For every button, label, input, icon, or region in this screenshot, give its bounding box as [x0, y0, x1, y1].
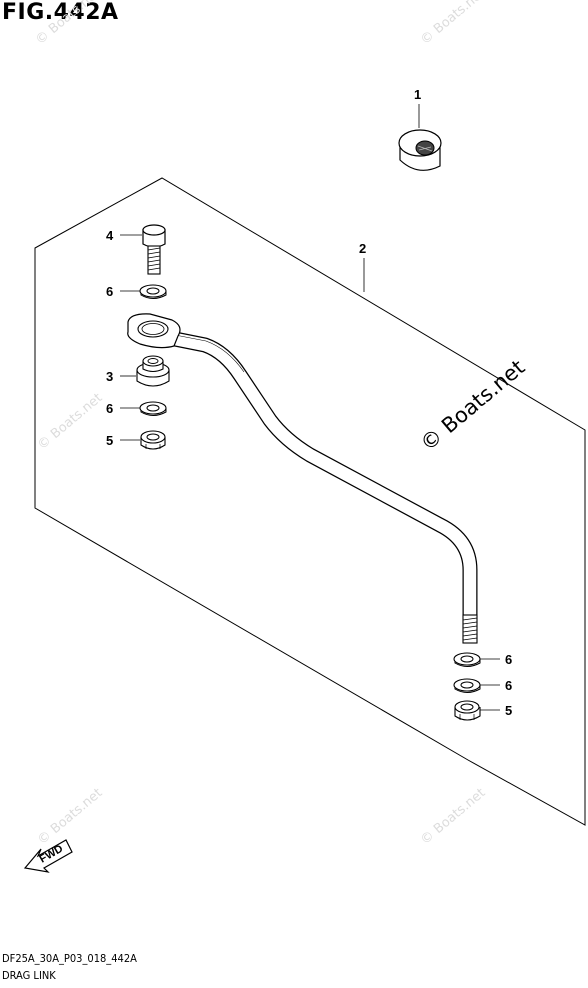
part-6-washer-upper [120, 284, 167, 299]
part-5-nut-left [120, 430, 166, 450]
part-2-drag-link [127, 313, 478, 644]
callout-2: 2 [359, 241, 366, 256]
callout-3: 3 [106, 369, 113, 384]
callout-6-middle: 6 [106, 401, 113, 416]
kit-outline [34, 177, 586, 826]
callout-1: 1 [414, 87, 421, 102]
figure-name: DRAG LINK [2, 969, 56, 982]
callout-4: 4 [106, 228, 114, 243]
figure-code: DF25A_30A_P03_018_442A [2, 952, 137, 965]
part-4-bolt [120, 224, 166, 275]
callout-6-right-lower: 6 [505, 678, 512, 693]
callout-6-upper: 6 [106, 284, 113, 299]
part-1-nut [398, 104, 442, 171]
watermarks: © Boats.net © Boats.net © Boats.net © Bo… [33, 0, 488, 848]
callout-labels: 1 2 3 4 5 6 6 6 5 6 [106, 87, 512, 718]
callout-6-right-upper: 6 [505, 652, 512, 667]
watermark-mid-left: © Boats.net [35, 391, 105, 453]
fwd-arrow-icon: FWD [23, 839, 73, 873]
watermark-top-right: © Boats.net [418, 0, 488, 48]
callout-5-left: 5 [106, 433, 113, 448]
part-6-washer-right-lower [453, 678, 500, 693]
watermark-bottom-right: © Boats.net [418, 786, 488, 848]
callout-5-right: 5 [505, 703, 512, 718]
part-5-nut-right [454, 700, 500, 721]
figure-title: FIG.442A [2, 0, 119, 25]
part-6-washer-right-upper [453, 652, 500, 667]
watermark-bottom-left: © Boats.net [35, 786, 105, 848]
part-6-washer-middle [120, 401, 167, 416]
part-3-bushing [120, 355, 170, 387]
watermark-top-left: © Boats.net [33, 0, 103, 48]
watermark-center: © Boats.net [416, 355, 530, 456]
